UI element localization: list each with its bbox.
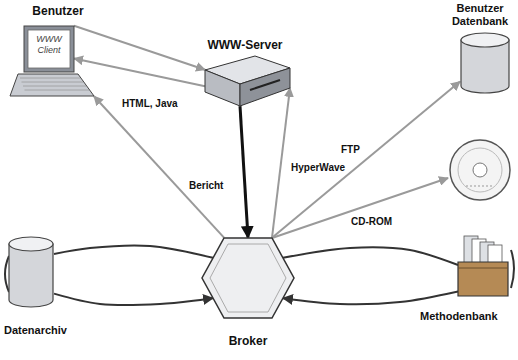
node-caption: Methodenbank [420,310,514,323]
cylinder-top [9,237,53,251]
key-row [25,90,90,91]
disc-ring [458,148,502,192]
cylinder-body [461,40,509,93]
hexagon-outline [202,238,294,318]
server-front [240,68,290,106]
screen-text: WWW Client [28,34,70,55]
server-box-outline [195,56,295,111]
connector-arrow [74,58,205,86]
connector-arrow [54,294,213,306]
methods-loop-arc [511,250,514,288]
method-box: Methodenbank [420,232,514,323]
cd-rom-link [272,178,448,238]
broker-hexagon-outline [200,236,296,320]
disc-outline [450,140,510,200]
cylinder-body [9,244,53,307]
connector-arrow [240,106,248,238]
screen [28,30,70,68]
connector-label: HyperWave [289,162,347,174]
connector-arrow [283,291,458,304]
archive-cylinder-outline [8,236,54,308]
cd-rom-disc [450,140,510,200]
server-box: WWW-Server [195,38,295,52]
keyboard-base [10,74,94,96]
server-side [205,70,240,106]
connector-arrow [54,245,213,257]
server-slot [250,80,280,90]
archive-cylinder: Datenarchiv [4,236,84,337]
node-heading: Benutzer [10,4,106,18]
connector-label: HTML, Java [120,98,180,110]
connector-label: FTP [339,144,362,156]
connector-arrow [94,96,224,237]
disc-mark [466,186,494,187]
card-box [458,262,508,296]
connector-arrow [283,247,458,265]
connector-arrow [272,88,290,238]
connector-label: Bericht [187,180,225,192]
key-row [23,86,86,87]
screen-frame [24,26,74,72]
node-heading: Benutzer Datenbank [444,2,516,27]
box-rim [458,268,508,269]
node-heading: WWW-Server [195,38,295,52]
broker-hexagon: Broker [200,236,296,348]
cylinder-top [461,33,509,47]
connector-arrow [272,82,460,238]
client-laptop: BenutzerWWW Client [10,4,106,55]
method-box-outline [454,232,512,298]
key-row [22,82,84,83]
node-caption: Broker [200,334,296,348]
node-caption: Datenarchiv [4,324,84,337]
database-cylinder: Benutzer Datenbank [444,2,516,27]
disc-hole [473,163,487,177]
cd-rom-arrow [272,178,448,238]
archive-loop-arc [5,256,9,292]
media-label: CD-ROM [349,216,394,228]
key-row [20,78,80,79]
hexagon-inner [210,244,286,312]
database-cylinder-outline [460,32,510,94]
